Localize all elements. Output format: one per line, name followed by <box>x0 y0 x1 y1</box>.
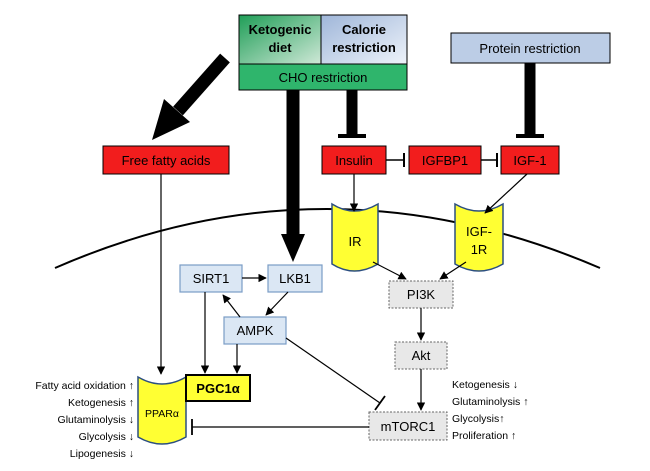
inhibit-ampk-to-mtorc1 <box>285 337 381 404</box>
inhibit-protein-to-igf1-bar <box>516 134 544 138</box>
ppar-receptor: PPARα <box>137 375 187 445</box>
sirt1-box: SIRT1 <box>179 264 243 293</box>
igf1-label: IGF-1 <box>513 153 546 168</box>
protein-restriction-label: Protein restriction <box>479 41 580 56</box>
akt-label: Akt <box>412 348 431 363</box>
calorie-restriction-line1: Calorie <box>342 22 386 37</box>
mtorc1-effects-list: Ketogenesis ↓ Glutaminolysis ↑ Glycolysi… <box>452 379 528 442</box>
arrow-ir-to-pi3k <box>372 261 407 280</box>
ketogenic-diet-line2: diet <box>268 40 292 55</box>
mtorc1-effect-item: Proliferation ↑ <box>452 430 516 442</box>
insulin-box: Insulin <box>321 145 387 175</box>
cho-restriction-label: CHO restriction <box>279 70 368 85</box>
lkb1-label: LKB1 <box>279 271 311 286</box>
ppar-label: PPARα <box>145 408 179 420</box>
protein-restriction-box: Protein restriction <box>450 32 611 64</box>
arrow-cho-to-sirt1-head <box>281 234 305 262</box>
ampk-label: AMPK <box>237 323 274 338</box>
arrow-igf1-to-igf1r <box>484 173 528 214</box>
mtorc1-box: mTORC1 <box>368 411 448 441</box>
igf1r-receptor: IGF- 1R <box>454 202 504 272</box>
inhibit-cho-to-insulin-bar <box>338 134 366 138</box>
igfbp1-label: IGFBP1 <box>422 153 468 168</box>
sirt1-label: SIRT1 <box>193 271 230 286</box>
ir-receptor: IR <box>331 202 379 272</box>
mtorc1-effect-item: Glycolysis↑ <box>452 413 505 425</box>
pi3k-label: PI3K <box>407 287 436 302</box>
calorie-restriction-line2: restriction <box>332 40 396 55</box>
arrow-ampk-to-sirt1 <box>222 294 241 318</box>
ketogenic-diet-box: Ketogenic diet <box>238 14 322 65</box>
akt-box: Akt <box>394 341 448 370</box>
lkb1-box: LKB1 <box>267 264 323 293</box>
ppar-effect-item: Fatty acid oxidation ↑ <box>35 380 134 392</box>
igf1r-label-line1: IGF- <box>466 224 492 239</box>
ppar-effects-list: Fatty acid oxidation ↑ Ketogenesis ↑ Glu… <box>35 380 134 460</box>
arrow-lkb1-to-ampk <box>265 291 289 316</box>
igf1r-label-line2: 1R <box>471 242 488 257</box>
calorie-restriction-box: Calorie restriction <box>320 14 408 65</box>
pgc1a-box: PGC1α <box>185 374 251 402</box>
cho-restriction-box: CHO restriction <box>238 63 408 91</box>
ampk-box: AMPK <box>223 316 287 345</box>
arrow-diet-to-ffa <box>173 53 230 116</box>
ppar-effect-item: Ketogenesis ↑ <box>68 397 134 409</box>
arrow-igf1r-to-pi3k <box>439 261 467 280</box>
mtorc1-effect-item: Ketogenesis ↓ <box>452 379 518 391</box>
mtorc1-effect-item: Glutaminolysis ↑ <box>452 396 528 408</box>
insulin-label: Insulin <box>335 153 373 168</box>
ppar-effect-item: Glycolysis ↓ <box>79 431 134 443</box>
free-fatty-acids-box: Free fatty acids <box>102 145 230 175</box>
igf1-box: IGF-1 <box>500 145 560 175</box>
pi3k-box: PI3K <box>388 280 454 309</box>
ppar-effect-item: Lipogenesis ↓ <box>70 448 134 460</box>
ir-label: IR <box>349 234 362 249</box>
ketogenic-diet-line1: Ketogenic <box>249 22 312 37</box>
mtorc1-label: mTORC1 <box>381 419 436 434</box>
arrow-diet-to-ffa-head <box>152 99 190 140</box>
igfbp1-box: IGFBP1 <box>408 145 482 175</box>
pgc1a-label: PGC1α <box>196 381 239 396</box>
cell-membrane <box>54 208 601 269</box>
free-fatty-acids-label: Free fatty acids <box>122 153 211 168</box>
ppar-effect-item: Glutaminolysis ↓ <box>58 414 134 426</box>
